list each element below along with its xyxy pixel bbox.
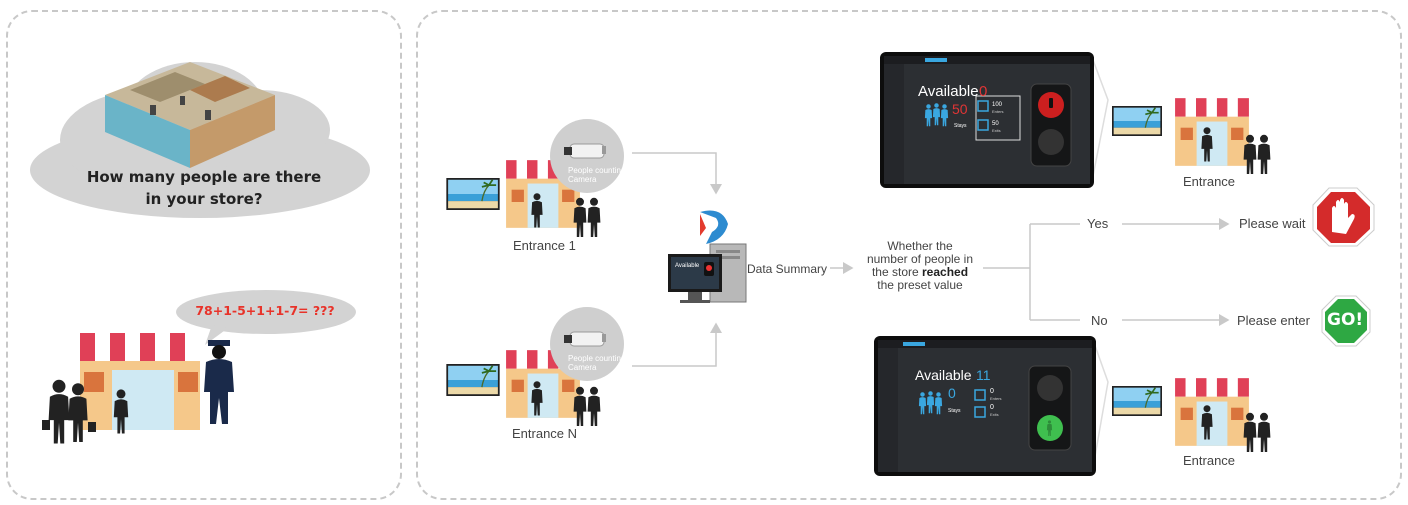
store-entrance-top bbox=[1175, 98, 1249, 166]
people-counting-camera-1 bbox=[550, 119, 624, 193]
monitor-bottom-available-value: 11 bbox=[976, 367, 991, 383]
monitor-bottom-available-label: Available bbox=[915, 367, 972, 383]
data-summary-label: Data Summary bbox=[747, 262, 828, 276]
question-line-1: How many people are there bbox=[86, 168, 322, 186]
monitor-top-stays-value: 50 bbox=[952, 101, 968, 117]
pc-available-label: Available bbox=[675, 263, 700, 269]
decision-line-3-pre: the store bbox=[871, 265, 922, 279]
decision-line-1: Whether the bbox=[887, 239, 953, 253]
monitor-top bbox=[880, 52, 1094, 188]
please-enter-label: Please enter bbox=[1237, 313, 1310, 328]
monitor-bottom-stays-label: Stays bbox=[948, 408, 961, 414]
shoppers-left bbox=[42, 379, 129, 444]
camera-label-1-line-2: Camera bbox=[568, 175, 597, 184]
dss-logo-icon bbox=[700, 210, 728, 244]
display-screen-top bbox=[1112, 105, 1162, 137]
store-front-left bbox=[80, 333, 200, 430]
display-screen-entrance-1 bbox=[446, 178, 500, 210]
decision-line-4: the preset value bbox=[877, 278, 963, 292]
monitor-bottom-enters-label: Enters bbox=[990, 396, 1002, 401]
go-sign-icon bbox=[1321, 295, 1371, 347]
camera-label-n: People counting Camera bbox=[568, 354, 625, 372]
entrance-bottom-label: Entrance bbox=[1183, 453, 1236, 468]
monitor-top-exits-value: 50 bbox=[992, 121, 999, 127]
monitor-top-available-value: 0 bbox=[979, 83, 988, 100]
flow-connectors bbox=[632, 59, 1230, 469]
monitor-bottom bbox=[874, 336, 1096, 476]
stop-sign-icon bbox=[1312, 187, 1375, 247]
display-screen-entrance-n bbox=[446, 364, 500, 396]
monitor-top-stays-label: Stays bbox=[954, 123, 967, 129]
store-entrance-bottom bbox=[1175, 378, 1249, 446]
no-label: No bbox=[1091, 313, 1108, 328]
camera-label-1-line-1: People counting bbox=[568, 166, 626, 175]
decision-line-3: the store reached bbox=[858, 266, 982, 279]
store-question: How many people are there in your store? bbox=[64, 166, 344, 210]
server-computer-icon bbox=[668, 243, 747, 303]
camera-label-n-line-2: Camera bbox=[568, 363, 597, 372]
decision-line-2: number of people in bbox=[866, 252, 974, 266]
counting-equation: 78+1-5+1+1-7= ??? bbox=[195, 303, 335, 318]
people-counting-camera-n bbox=[550, 307, 624, 381]
monitor-bottom-stays-value: 0 bbox=[948, 385, 956, 401]
monitor-bottom-exits-value: 0 bbox=[990, 404, 994, 411]
monitor-top-available-label: Available bbox=[918, 83, 979, 100]
monitor-top-enters-value: 100 bbox=[992, 102, 1003, 108]
yes-label: Yes bbox=[1087, 216, 1109, 231]
camera-label-n-line-1: People counting bbox=[568, 354, 626, 363]
monitor-bottom-enters-value: 0 bbox=[990, 388, 994, 395]
decision-question: Whether the number of people in the stor… bbox=[858, 240, 982, 292]
security-guard bbox=[204, 340, 234, 424]
go-sign-text: GO! bbox=[1327, 310, 1364, 330]
entrance-top-label: Entrance bbox=[1183, 174, 1236, 189]
please-wait-label: Please wait bbox=[1239, 216, 1306, 231]
monitor-top-exits-label: Exits bbox=[992, 128, 1001, 133]
decision-reached: reached bbox=[922, 265, 969, 279]
camera-label-1: People counting Camera bbox=[568, 166, 625, 184]
left-panel bbox=[6, 10, 402, 500]
display-screen-bottom bbox=[1112, 385, 1162, 417]
entrance-n-label: Entrance N bbox=[512, 426, 578, 441]
entrance-1-label: Entrance 1 bbox=[513, 238, 576, 253]
question-line-2: in your store? bbox=[145, 190, 263, 208]
monitor-bottom-exits-label: Exits bbox=[990, 412, 999, 417]
store-3d-model bbox=[105, 62, 275, 168]
monitor-top-enters-label: Enters bbox=[992, 109, 1004, 114]
right-panel bbox=[416, 10, 1402, 500]
